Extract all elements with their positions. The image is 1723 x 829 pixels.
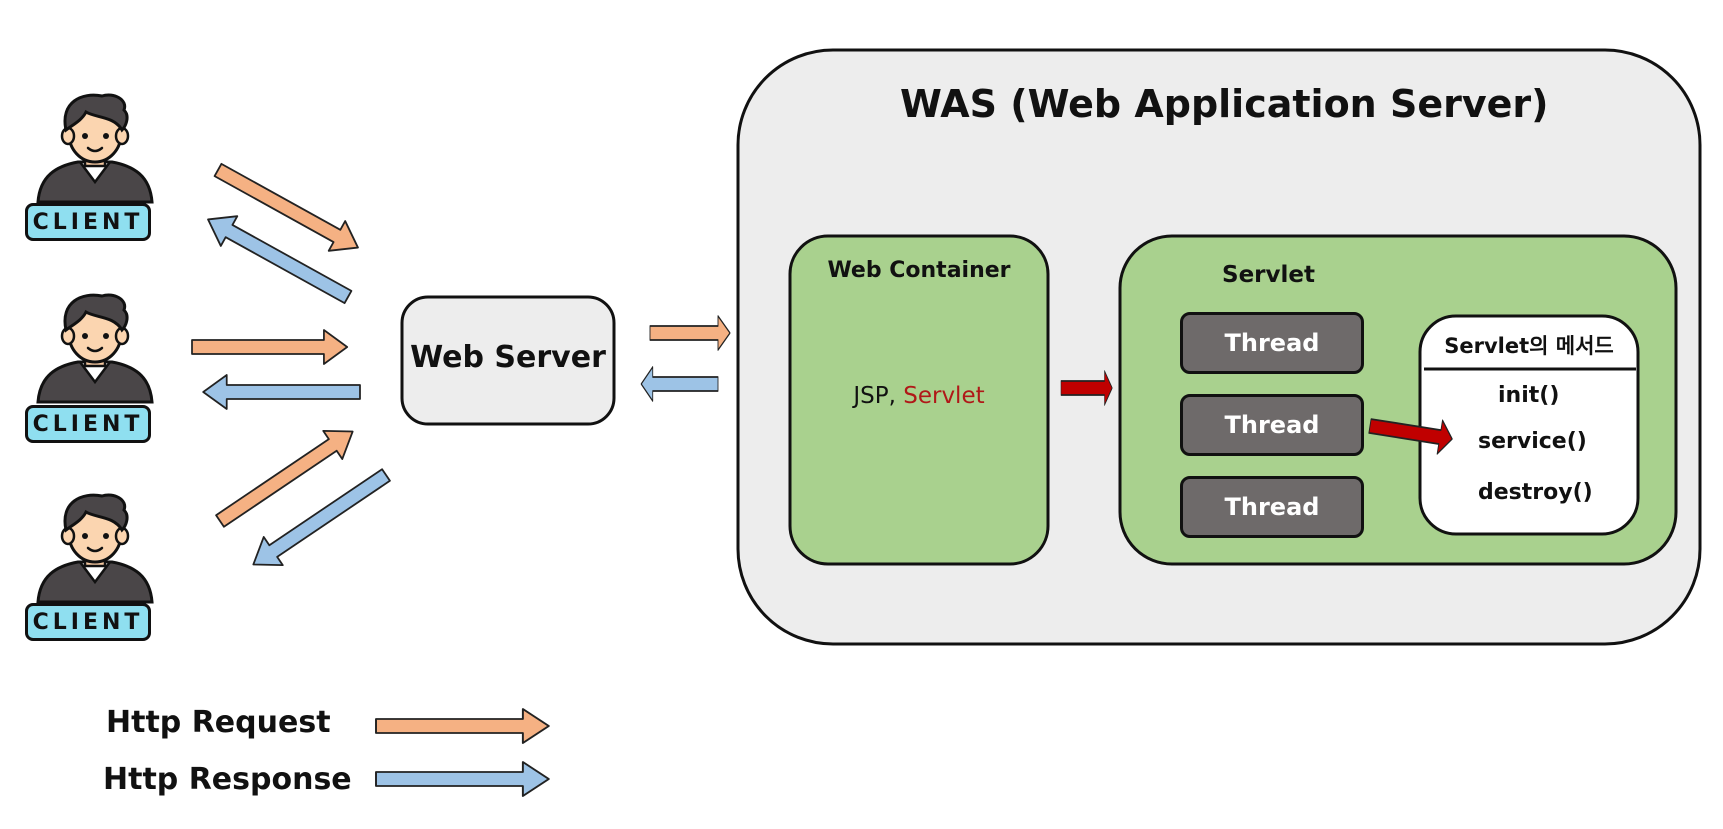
jsp-label: JSP,: [853, 383, 904, 409]
web-container-box: [788, 234, 1050, 566]
client-badge-2: CLIENT: [25, 405, 151, 443]
legend-request-label: Http Request: [106, 705, 331, 740]
request-arrow-client-2: [191, 329, 349, 365]
web-container-content: JSP, Servlet: [790, 383, 1048, 409]
legend-response-label: Http Response: [103, 762, 352, 797]
servlet-title: Servlet: [1222, 262, 1315, 288]
response-arrow-from-was: [640, 366, 719, 402]
legend-request-arrow: [375, 708, 550, 744]
request-arrow-client-3: [209, 416, 364, 536]
servlet-methods-title: Servlet의 메서드: [1444, 334, 1614, 358]
client-badge-3: CLIENT: [25, 603, 151, 641]
person-avatar-icon: [36, 493, 154, 604]
response-arrow-client-1: [198, 203, 358, 313]
person-avatar-icon: [36, 93, 154, 204]
web-server-label: Web Server: [410, 340, 606, 375]
legend-response-arrow: [375, 761, 550, 797]
client-badge-1: CLIENT: [25, 203, 151, 241]
thread-2: Thread: [1180, 394, 1364, 456]
thread-1: Thread: [1180, 312, 1364, 374]
method-service: service(): [1478, 429, 1587, 454]
request-arrow-client-1: [208, 154, 368, 264]
servlet-highlight-label: Servlet: [903, 383, 985, 409]
web-server-box: [400, 295, 616, 426]
method-destroy: destroy(): [1478, 480, 1593, 505]
person-avatar-icon: [36, 293, 154, 404]
method-init: init(): [1498, 383, 1560, 408]
thread-3: Thread: [1180, 476, 1364, 538]
was-title: WAS (Web Application Server): [900, 82, 1549, 126]
response-arrow-client-3: [242, 460, 397, 580]
web-container-title: Web Container: [827, 258, 1011, 283]
request-arrow-to-was: [649, 315, 731, 351]
response-arrow-client-2: [202, 374, 361, 410]
